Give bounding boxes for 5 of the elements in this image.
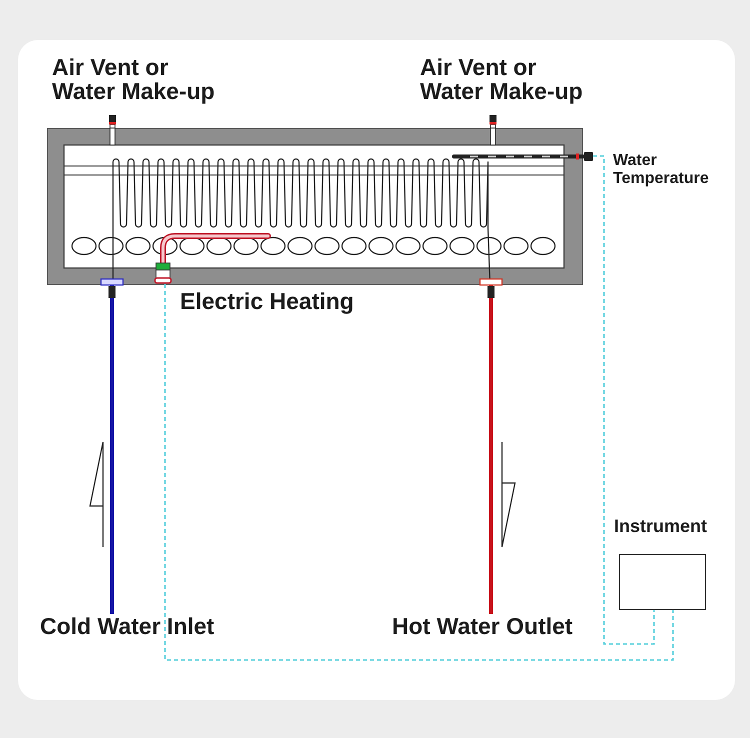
vent-label: Air Vent or Water Make-up — [420, 55, 584, 104]
instrument-label: Instrument — [614, 517, 708, 536]
vent-label: Air Vent or Water Make-up — [52, 55, 216, 104]
sensor-label: Water Temperature — [613, 152, 710, 188]
heater-label: Electric Heating — [180, 289, 354, 314]
